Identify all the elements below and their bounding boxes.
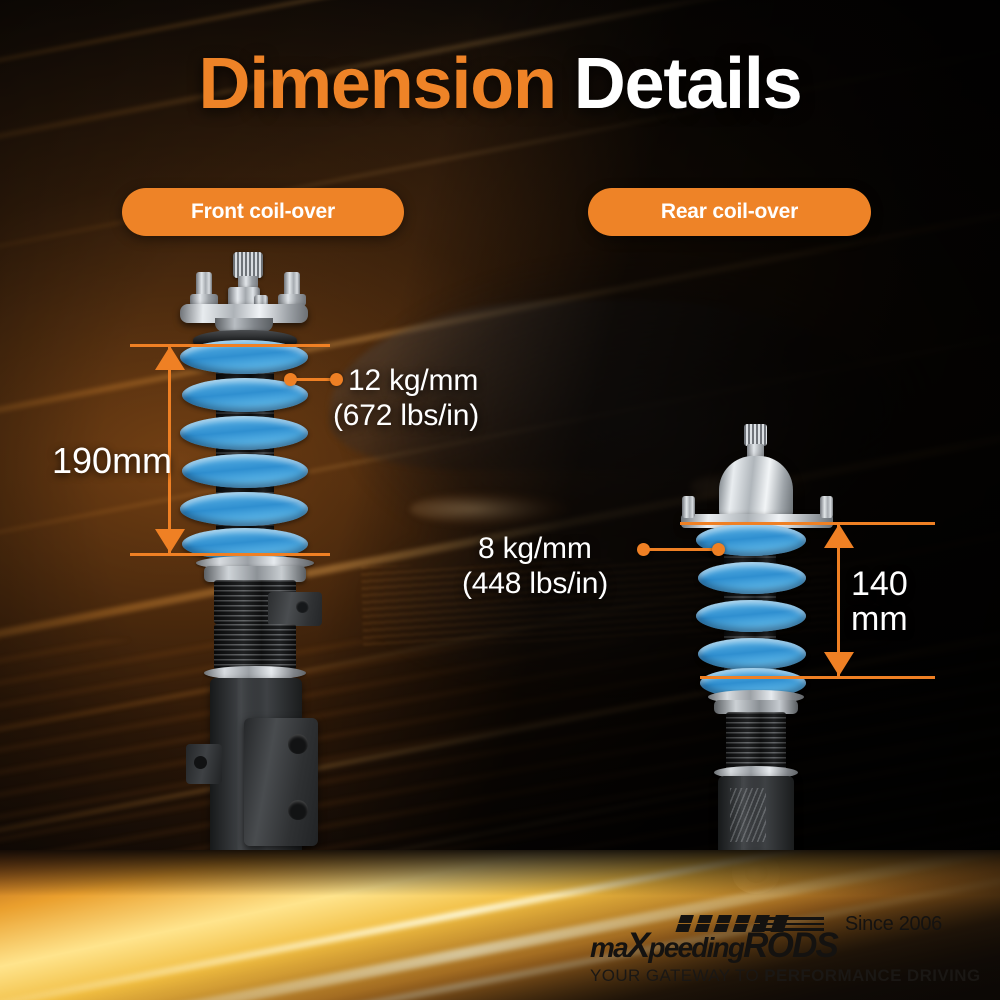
footer-top-fade bbox=[0, 850, 1000, 896]
front-bracket-tab-hole bbox=[296, 600, 309, 613]
brand-wordmark: maXpeedingRODS bbox=[590, 926, 839, 965]
front-dim-arrowhead-bottom bbox=[155, 529, 185, 553]
front-stud-left-washer bbox=[190, 294, 218, 306]
rear-spring-rate-imperial: (448 lbs/in) bbox=[462, 567, 609, 600]
front-center-nut bbox=[228, 287, 260, 307]
brand-wordmark-rods: RODS bbox=[743, 926, 839, 965]
front-dimension-value: 190mm bbox=[52, 440, 173, 481]
front-damping-adjuster-knob bbox=[233, 252, 263, 278]
front-knuckle-bracket bbox=[244, 718, 318, 846]
badge-front-label: Front coil-over bbox=[190, 200, 335, 223]
front-callout-leader-line bbox=[292, 378, 340, 381]
rear-threaded-sleeve bbox=[726, 712, 786, 770]
front-spring-coil-4 bbox=[182, 454, 308, 488]
brand-logo: Since 2006 maXpeedingRODS YOUR GATEWAY T… bbox=[590, 913, 980, 986]
rear-damping-adjuster-knob bbox=[744, 424, 767, 446]
badge-front-coilover: Front coil-over bbox=[122, 188, 404, 236]
rear-dimension-value: 140 bbox=[851, 565, 908, 603]
brand-since-label: Since 2006 bbox=[844, 913, 942, 935]
rear-callout-leader-line bbox=[645, 548, 723, 551]
front-dim-arrowhead-top bbox=[155, 346, 185, 370]
brand-wordmark-peeding: peeding bbox=[648, 932, 745, 963]
front-spring-coil-5 bbox=[180, 492, 308, 526]
front-knuckle-hole-upper bbox=[288, 734, 308, 754]
rear-callout-dot-target bbox=[712, 543, 725, 556]
rear-dim-vertical-line bbox=[837, 522, 840, 679]
rear-dim-tick-top bbox=[680, 522, 935, 525]
badge-rear-label: Rear coil-over bbox=[660, 200, 799, 223]
rear-flange-bolt-right bbox=[820, 496, 833, 518]
page-title-primary: Dimension bbox=[198, 44, 557, 124]
front-spring-coil-3 bbox=[180, 416, 308, 450]
front-bracket-tab bbox=[268, 592, 322, 626]
front-side-ear-hole bbox=[194, 756, 207, 769]
brand-tagline-bold: PERFORMANCE DRIVING bbox=[764, 966, 981, 985]
rear-spring-rate-metric: 8 kg/mm bbox=[478, 532, 592, 565]
front-lock-collar bbox=[204, 666, 306, 680]
front-callout-dot-source bbox=[284, 373, 297, 386]
rear-lock-collar bbox=[714, 766, 798, 779]
front-callout-dot-target bbox=[330, 373, 343, 386]
front-camber-plate bbox=[180, 304, 308, 323]
rear-dim-arrowhead-bottom bbox=[824, 652, 854, 676]
brand-tagline-light: YOUR GATEWAY TO bbox=[590, 966, 765, 985]
rear-body-brand-marking bbox=[730, 788, 766, 842]
footer-brand-band: Since 2006 maXpeedingRODS YOUR GATEWAY T… bbox=[0, 850, 1000, 1000]
front-knuckle-hole-lower bbox=[288, 800, 308, 820]
rear-top-mount-dome bbox=[719, 456, 793, 518]
rear-spring-coil-2 bbox=[698, 562, 806, 594]
front-threaded-sleeve-lower bbox=[214, 624, 296, 670]
badge-rear-coilover: Rear coil-over bbox=[588, 188, 871, 236]
front-dim-tick-bottom bbox=[130, 553, 330, 556]
rear-callout-dot-source bbox=[637, 543, 650, 556]
brand-tagline: YOUR GATEWAY TO PERFORMANCE DRIVING bbox=[590, 966, 980, 986]
brand-wordmark-ma: ma bbox=[590, 932, 629, 963]
rear-spring-coil-4 bbox=[698, 638, 806, 670]
rear-seat-lock-ring bbox=[714, 700, 798, 714]
front-mount-hub bbox=[215, 318, 273, 332]
front-dim-tick-top bbox=[130, 344, 330, 347]
front-adjuster-collar bbox=[238, 276, 258, 288]
rear-dim-arrowhead-top bbox=[824, 524, 854, 548]
rear-adjuster-collar bbox=[747, 444, 764, 458]
rear-dim-tick-bottom bbox=[700, 676, 935, 679]
rear-damper-body bbox=[718, 776, 794, 860]
rear-flange-bolt-left bbox=[682, 496, 695, 518]
rear-spring-coil-3 bbox=[696, 600, 806, 632]
front-stud-right-washer bbox=[278, 294, 306, 306]
speed-lines-icon bbox=[760, 917, 824, 934]
brand-wordmark-x: X bbox=[626, 926, 650, 965]
rear-dimension-unit: mm bbox=[851, 600, 908, 638]
front-dim-vertical-line bbox=[168, 344, 171, 556]
front-seat-lock-ring bbox=[204, 566, 306, 582]
page-title-secondary: Details bbox=[573, 44, 803, 124]
brand-logo-wordmark-row: Since 2006 maXpeedingRODS bbox=[590, 913, 942, 965]
front-spring-rate-imperial: (672 lbs/in) bbox=[333, 399, 480, 432]
front-spring-rate-metric: 12 kg/mm bbox=[348, 364, 479, 397]
